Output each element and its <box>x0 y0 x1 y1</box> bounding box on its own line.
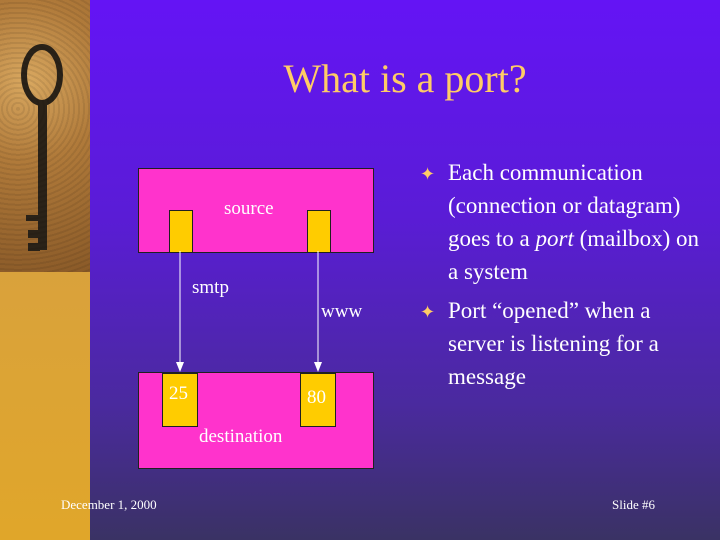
port-80-label: 80 <box>307 387 326 408</box>
www-arrowhead <box>314 362 322 372</box>
footer-date: December 1, 2000 <box>61 497 157 512</box>
smtp-arrowhead <box>176 362 184 372</box>
slide-title: What is a port? <box>283 56 527 101</box>
source-port-right <box>307 210 331 253</box>
bullet-2-text: Port “opened” when a server is listening… <box>448 298 659 389</box>
bullet-item-2: ✦ Port “opened” when a server is listeni… <box>420 294 700 393</box>
footer-slide-number: Slide #6 <box>612 497 655 512</box>
smtp-label: smtp <box>192 277 229 298</box>
bullet-list: ✦ Each communication (connection or data… <box>420 156 700 399</box>
destination-port-25 <box>162 373 198 427</box>
destination-port-80 <box>300 373 336 427</box>
bullet-1-italic: port <box>535 226 574 251</box>
bullet-item-1: ✦ Each communication (connection or data… <box>420 156 700 288</box>
bullet-1-text-a: Each communication (connection or datagr… <box>448 160 681 251</box>
www-label: www <box>321 301 363 322</box>
destination-label: destination <box>199 426 283 447</box>
four-point-star-icon: ✦ <box>420 302 436 322</box>
bullet-1-text-b: (mailbox) on a system <box>448 226 700 284</box>
four-point-star-icon: ✦ <box>420 164 436 184</box>
sidebar <box>0 0 90 540</box>
port-25-label: 25 <box>169 383 188 404</box>
source-label: source <box>224 198 274 219</box>
sidebar-photo <box>0 0 90 272</box>
source-port-left <box>169 210 193 253</box>
